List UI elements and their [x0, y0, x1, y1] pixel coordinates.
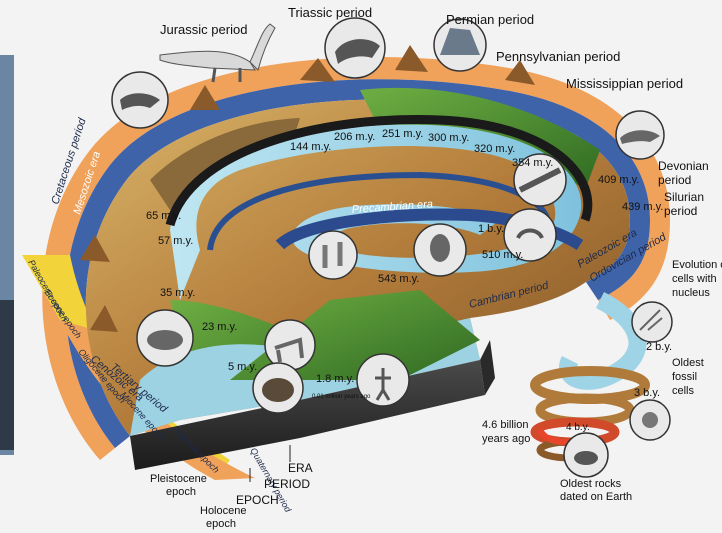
label-holocene-1: Holocene: [200, 505, 246, 517]
age-1-8: 1.8 m.y.: [316, 373, 354, 385]
age-510: 510 m.y.: [482, 249, 523, 261]
label-silurian-1: Silurian: [664, 190, 704, 204]
age-4-6-line2: years ago: [482, 433, 530, 445]
label-devonian-1: Devonian: [658, 159, 709, 173]
note-fossil-2: fossil: [672, 371, 697, 383]
age-543: 543 m.y.: [378, 273, 419, 285]
cell-icon: [309, 231, 357, 279]
age-35: 35 m.y.: [160, 287, 195, 299]
age-0-01: 0.01 million years ago: [312, 394, 371, 400]
age-5: 5 m.y.: [228, 361, 257, 373]
note-evolution-3: nucleus: [672, 287, 710, 299]
age-300: 300 m.y.: [428, 132, 469, 144]
age-65: 65 m.y.: [146, 210, 181, 222]
note-rocks-1: Oldest rocks: [560, 478, 622, 490]
label-silurian-2: period: [664, 204, 697, 218]
label-pleistocene-1: Pleistocene: [150, 473, 207, 485]
label-pennsylvanian: Pennsylvanian period: [496, 49, 620, 64]
age-354: 354 m.y.: [512, 157, 553, 169]
age-206: 206 m.y.: [334, 131, 375, 143]
label-triassic: Triassic period: [288, 5, 372, 20]
note-fossil-3: cells: [672, 385, 695, 397]
age-4by: 4 b.y.: [566, 422, 590, 433]
label-jurassic: Jurassic period: [160, 22, 247, 37]
age-320: 320 m.y.: [474, 143, 515, 155]
label-permian: Permian period: [446, 12, 534, 27]
legend-period: PERIOD: [264, 477, 310, 491]
label-pleistocene-2: epoch: [166, 486, 196, 498]
cell-icon: [632, 302, 672, 342]
note-rocks-2: dated on Earth: [560, 491, 632, 503]
legend-era: ERA: [288, 461, 313, 475]
note-evolution-2: cells with: [672, 273, 717, 285]
age-251: 251 m.y.: [382, 128, 423, 140]
age-57: 57 m.y.: [158, 235, 193, 247]
note-fossil-1: Oldest: [672, 357, 704, 369]
age-3by: 3 b.y.: [634, 387, 660, 399]
label-holocene-2: epoch: [206, 518, 236, 530]
age-409: 409 m.y.: [598, 174, 639, 186]
age-144: 144 m.y.: [290, 141, 331, 153]
label-devonian-2: period: [658, 173, 691, 187]
age-439: 439 m.y.: [622, 201, 663, 213]
age-1by: 1 b.y.: [478, 223, 504, 235]
age-2by: 2 b.y.: [646, 341, 672, 353]
label-mississippian: Mississippian period: [566, 76, 683, 91]
age-23: 23 m.y.: [202, 321, 237, 333]
note-evolution-1: Evolution of: [672, 259, 722, 271]
age-4-6-line1: 4.6 billion: [482, 419, 528, 431]
